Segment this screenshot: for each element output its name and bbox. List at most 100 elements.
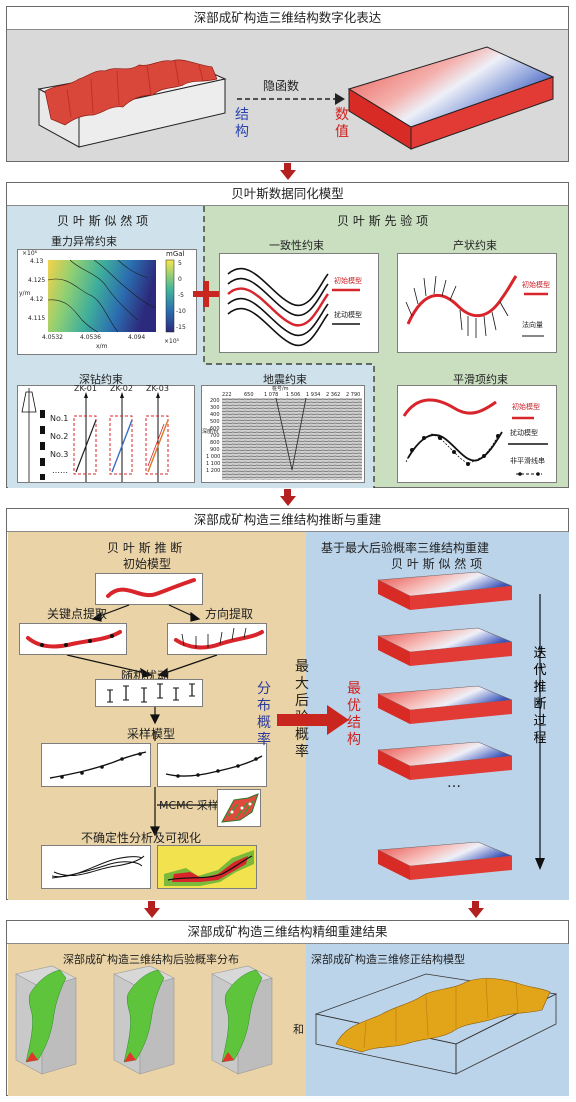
big-red-arrow xyxy=(277,705,349,735)
direction-card xyxy=(167,623,267,655)
seismic-y-tick: 1 100 xyxy=(206,461,221,467)
attitude-title: 产状约束 xyxy=(453,239,497,252)
gravity-y-exp: ×10⁶ xyxy=(22,250,38,257)
legend-normal: 法向量 xyxy=(522,321,543,329)
distribution-probability-label: 分布概率 xyxy=(257,681,271,748)
drill-constraint: ZK-01 ZK-02 ZK-03 No.1 No.2 No.3 …… xyxy=(17,384,195,483)
trace-label: 桩号/m xyxy=(272,386,289,392)
seismic-y-tick: 1 200 xyxy=(206,468,221,474)
drill-hole-label: ZK-01 xyxy=(74,384,97,393)
sample-card-a xyxy=(41,743,151,787)
legend-initial: 初始模型 xyxy=(522,281,550,289)
seismic-y-tick: 200 xyxy=(210,398,220,404)
drill-hole-label: ZK-02 xyxy=(110,384,133,393)
initial-model-card xyxy=(95,573,203,605)
section-title: 深部成矿构造三维结构推断与重建 xyxy=(7,509,568,532)
seismic-x-tick: 222 xyxy=(222,392,232,398)
flow-arrow-head xyxy=(279,170,296,180)
initial-model-label: 初始模型 xyxy=(123,557,172,571)
gravity-y-tick: 4.125 xyxy=(28,277,46,284)
seismic-y-tick: 300 xyxy=(210,405,220,411)
structure-label: 结构 xyxy=(235,107,249,140)
optimal-structure-label: 最优结构 xyxy=(347,681,361,748)
seismic-x-tick: 1 078 xyxy=(264,392,279,398)
gravity-x-tick: 4.0532 xyxy=(42,334,63,341)
iteration-blocks xyxy=(376,571,545,881)
seismic-y-tick: 400 xyxy=(210,412,220,418)
section-inference-reconstruction: 深部成矿构造三维结构推断与重建 贝 叶 斯 推 断 初始模型 关键点提取 方向提… xyxy=(6,508,569,900)
gravity-anomaly-map: mGal ×10⁶ y/m 4.13 4.125 4.12 4.115 4.05… xyxy=(17,249,197,355)
posterior-label: 深部成矿构造三维结构后验概率分布 xyxy=(63,953,239,966)
seismic-y-tick: 1 000 xyxy=(206,454,221,460)
seismic-y-tick: 900 xyxy=(210,447,220,453)
attitude-constraint: 初始模型 法向量 xyxy=(397,253,557,353)
corrected-label: 深部成矿构造三维修正结构模型 xyxy=(311,953,465,966)
drill-title: 深钻约束 xyxy=(79,373,123,386)
flow-arrow xyxy=(284,163,291,171)
gravity-y-tick: 4.115 xyxy=(28,315,46,322)
legend-perturbed: 扰动模型 xyxy=(334,311,362,319)
gravity-x-tick: 4.0536 xyxy=(80,334,101,341)
dashed-border xyxy=(203,206,375,488)
gravity-x-label: x/m xyxy=(96,343,108,350)
inference-label: 贝 叶 斯 推 断 xyxy=(107,541,183,555)
layer-label: No.2 xyxy=(50,432,69,441)
seismic-x-tick: 650 xyxy=(244,392,254,398)
legend-nonsmooth: 非平滑线串 xyxy=(510,457,545,465)
fault-surface-box xyxy=(37,59,345,148)
section-final-results: 深部成矿构造三维结构精细重建结果 深部成矿构造三维结构后验概率分布 深部成矿构造… xyxy=(6,920,569,1096)
sample-card-b xyxy=(157,743,267,787)
seismic-y-tick: 700 xyxy=(210,433,220,439)
gravity-y-label: y/m xyxy=(19,290,31,297)
corrected-structure-model xyxy=(314,973,558,1075)
uncertainty-grid-card xyxy=(157,845,257,889)
smoothness-constraint: 初始模型 扰动模型 非平滑线串 xyxy=(397,385,557,483)
section-title: 深部成矿构造三维结构数字化表达 xyxy=(7,7,568,30)
seismic-y-tick: 500 xyxy=(210,419,220,425)
perturb-card xyxy=(95,679,203,707)
keypoint-card xyxy=(19,623,127,655)
layer-label: No.3 xyxy=(50,450,69,459)
gravity-y-tick: 4.12 xyxy=(30,296,44,303)
direction-label: 方向提取 xyxy=(205,607,254,621)
sampling-label: 采样模型 xyxy=(127,727,176,741)
seismic-x-tick: 1 506 xyxy=(286,392,301,398)
legend-initial: 初始模型 xyxy=(512,403,540,411)
consistency-title: 一致性约束 xyxy=(269,239,324,252)
section-digital-expression: 深部成矿构造三维结构数字化表达 隐函数 结构 数值 xyxy=(6,6,569,162)
gravity-x-exp: ×10⁵ xyxy=(164,338,180,345)
colorbar-tick: -5 xyxy=(178,292,184,299)
flow-arrow xyxy=(284,489,291,497)
colorbar-tick: -15 xyxy=(176,324,186,331)
depth-label: 深度/m xyxy=(202,429,219,435)
colorbar-tick: 5 xyxy=(178,260,182,267)
mcmc-label: MCMC 采样 xyxy=(159,799,219,812)
colorbar-tick: 0 xyxy=(178,276,182,283)
flow-arrow xyxy=(148,901,155,909)
keypoint-label: 关键点提取 xyxy=(47,607,108,621)
layer-label: …… xyxy=(52,466,68,475)
legend-perturbed: 扰动模型 xyxy=(510,429,538,437)
seismic-section: 桩号/m 深度/m 222 650 1 078 1 506 1 934 2 36… xyxy=(201,385,365,483)
layer-label: No.1 xyxy=(50,414,69,423)
flow-lines-left xyxy=(66,604,247,837)
section-title: 深部成矿构造三维结构精细重建结果 xyxy=(7,921,568,944)
reconstruction-title: 基于最大后验概率三维结构重建 xyxy=(321,541,490,555)
plus-icon xyxy=(193,281,219,307)
posterior-models xyxy=(15,965,273,1075)
flow-arrow-head xyxy=(467,908,484,918)
uncertainty-lines-card xyxy=(41,845,151,889)
flow-arrow xyxy=(472,901,479,909)
numeric-label: 数值 xyxy=(335,107,349,140)
consistency-constraint: 初始模型 扰动模型 xyxy=(219,253,379,353)
section-bayesian-assimilation: 贝叶斯数据同化模型 贝 叶 斯 似 然 项 贝 叶 斯 先 验 项 重力异常约束 xyxy=(6,182,569,488)
seismic-title: 地震约束 xyxy=(263,373,307,386)
ellipsis-label: … xyxy=(447,775,461,791)
seismic-x-tick: 2 790 xyxy=(346,392,361,398)
prior-label: 贝 叶 斯 先 验 项 xyxy=(337,214,429,228)
mcmc-card xyxy=(217,789,261,827)
section-title: 贝叶斯数据同化模型 xyxy=(7,183,568,206)
flow-arrow-head xyxy=(143,908,160,918)
legend-initial: 初始模型 xyxy=(334,277,362,285)
recon-likelihood-label: 贝 叶 斯 似 然 项 xyxy=(391,557,483,571)
